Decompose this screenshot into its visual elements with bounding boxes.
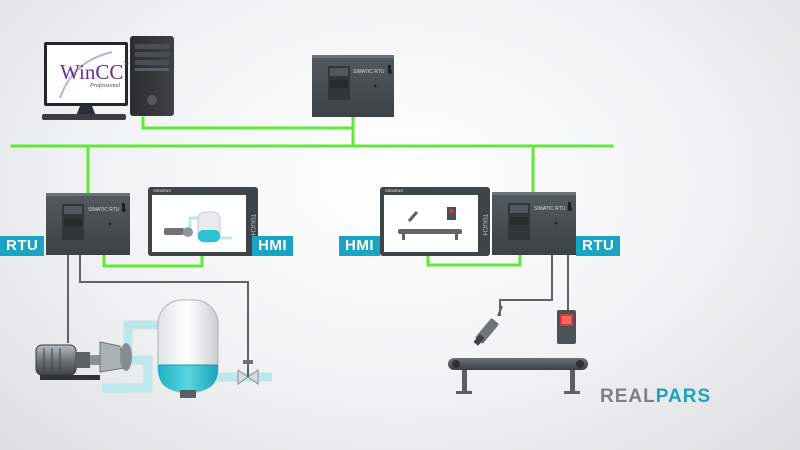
field-cables [67, 255, 569, 362]
power-button [147, 95, 157, 105]
rtu-left[interactable]: SIMATIC RTU [46, 193, 130, 255]
hmi-right[interactable]: SIEMENS TOUCH [380, 187, 490, 256]
wincc-swoosh [59, 51, 113, 99]
plc-model-text: SIMATIC RTU [353, 69, 385, 75]
realpars-logo: REALPARS [600, 386, 712, 407]
ethernet-network [10, 115, 614, 268]
wincc-name: WinCC [60, 60, 124, 84]
monitor-stand [76, 106, 96, 116]
rtu-right[interactable]: SIMATIC RTU [492, 192, 576, 255]
photoelectric-sensor [557, 310, 576, 344]
plc-model-text: SIMATIC RTU [88, 207, 120, 213]
wincc-logo: WinCC® [60, 60, 129, 85]
hmi-side-text: TOUCH [249, 214, 255, 235]
water-process [35, 299, 272, 398]
conveyor-belt [448, 358, 588, 394]
plc-model-text: SIMATIC RTU [534, 206, 566, 212]
hmi-brand-text: SIEMENS [153, 188, 171, 193]
conveyor-process [448, 305, 588, 394]
wincc-registered-mark: ® [123, 60, 129, 68]
rtu-left-tag: RTU [0, 236, 45, 256]
hmi-right-link [426, 252, 522, 267]
hmi-brand-text: SIEMENS [385, 188, 403, 193]
monitor-screen [47, 45, 125, 103]
keyboard [42, 114, 126, 120]
main-rtu[interactable]: SIMATIC RTU [312, 55, 394, 117]
hmi-left-link [102, 252, 204, 268]
rtu-right-tag: RTU [576, 236, 621, 256]
pipe-inlet [123, 320, 160, 352]
hmi-right-tag: HMI [339, 236, 380, 256]
pump-motor [35, 341, 132, 380]
water-tank [157, 299, 219, 398]
outlet-valve [237, 360, 259, 385]
wincc-edition: Professional [90, 83, 121, 89]
hmi-left-tag: HMI [252, 236, 293, 256]
proximity-sensor [473, 305, 503, 346]
scada-workstation[interactable] [42, 36, 174, 120]
hmi-left[interactable]: SIEMENS TOUCH [148, 187, 258, 256]
scada-drop [141, 115, 355, 130]
hmi-side-text: TOUCH [481, 214, 487, 235]
